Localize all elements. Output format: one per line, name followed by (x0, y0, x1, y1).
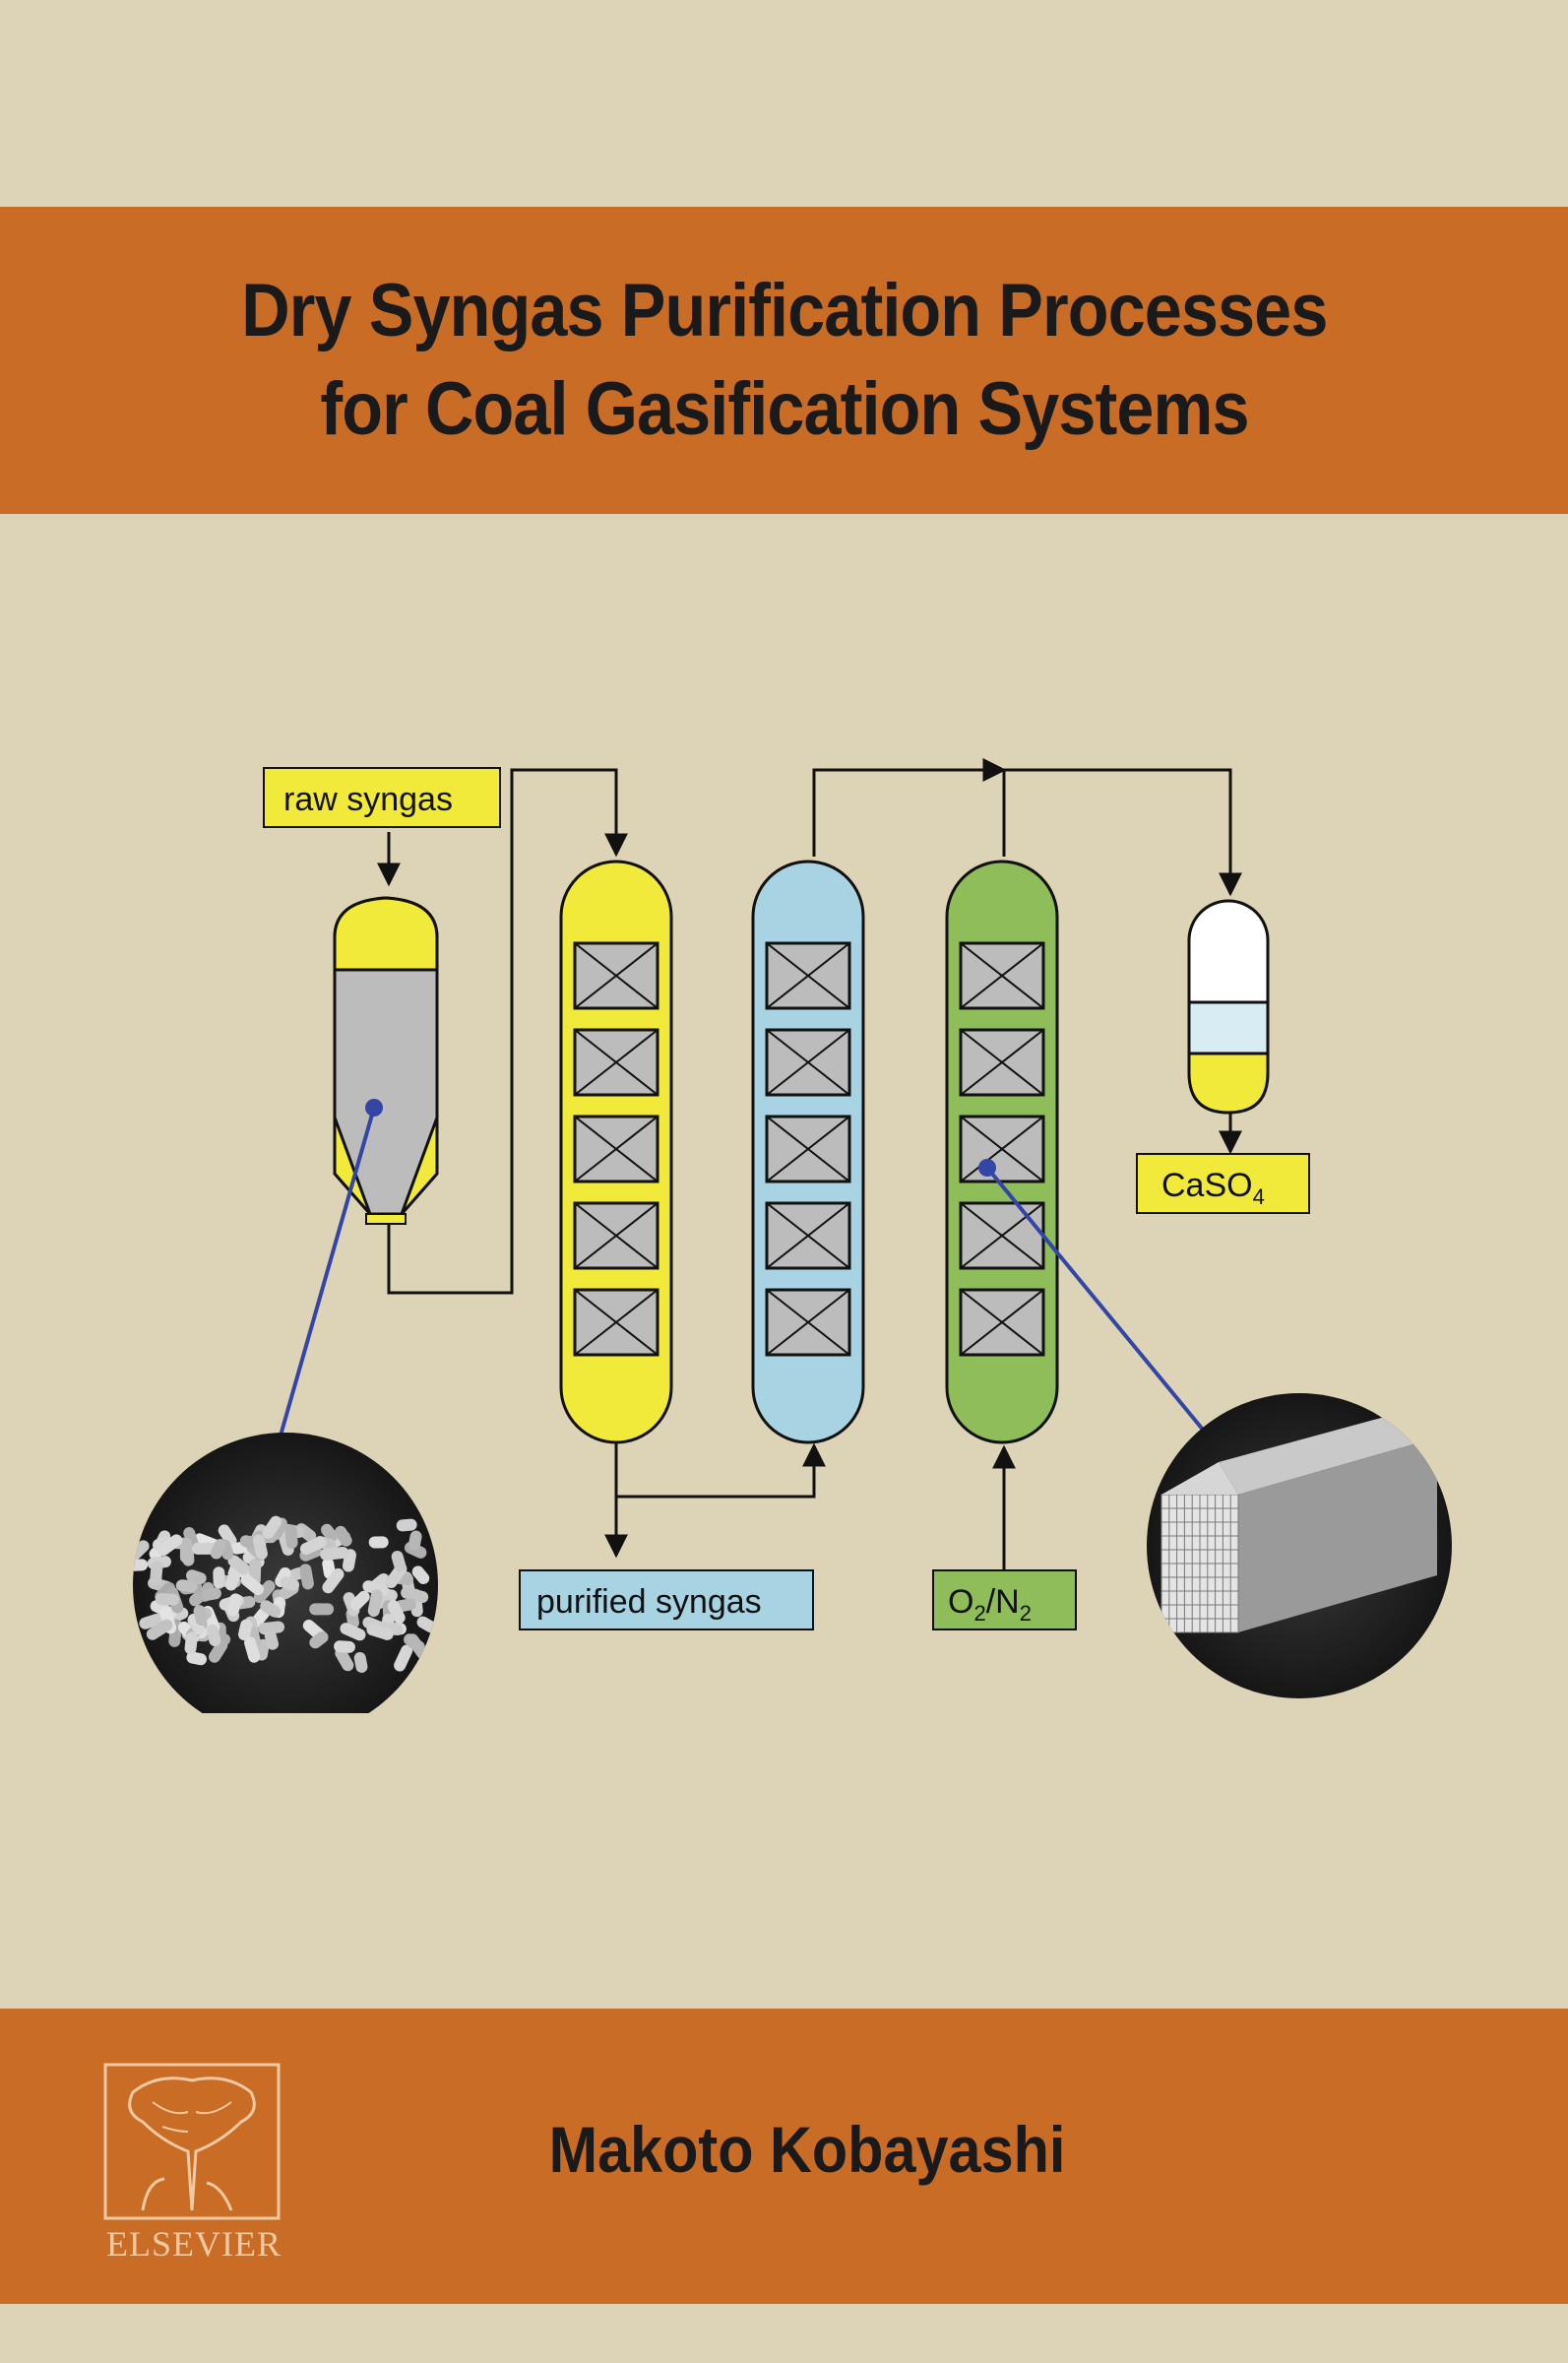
label-o2-n2: O2/N2 (932, 1569, 1077, 1630)
pellet (186, 1651, 208, 1666)
title-line-2: for Coal Gasification Systems (319, 367, 1249, 451)
elsevier-tree-icon (103, 2063, 281, 2220)
sulfur-recovery-vessel (1187, 899, 1270, 1115)
pellet (155, 1593, 180, 1606)
packing-box (959, 1028, 1045, 1097)
pellet (252, 1534, 268, 1560)
pellet (201, 1587, 221, 1601)
pellet (253, 1580, 276, 1604)
pellet (334, 1640, 355, 1653)
pellet (335, 1647, 354, 1672)
pellet (150, 1561, 163, 1586)
packing-box (573, 1028, 659, 1097)
pellet (157, 1534, 183, 1557)
pellet (320, 1546, 349, 1561)
pellet (335, 1525, 352, 1547)
pellet (227, 1555, 250, 1575)
packing-box (959, 941, 1045, 1010)
pellet (349, 1590, 370, 1611)
pellet (262, 1515, 282, 1539)
packing-box (573, 1288, 659, 1357)
pellet (258, 1621, 285, 1635)
pellet (280, 1576, 300, 1591)
pellet (206, 1624, 221, 1647)
svg-text:raw syngas: raw syngas (283, 781, 453, 818)
pellet (367, 1589, 383, 1618)
publisher-name: ELSEVIER (106, 2224, 282, 2264)
sorbent-pellets-photo (133, 1099, 438, 1713)
label-raw-syngas: raw syngas (263, 767, 501, 828)
pellet (186, 1569, 207, 1585)
packing-box (573, 1201, 659, 1270)
pellet (309, 1603, 335, 1616)
title-line-1: Dry Syngas Purification Processes (240, 269, 1328, 352)
svg-text:purified syngas: purified syngas (536, 1583, 762, 1621)
pellet (394, 1644, 413, 1672)
packing-elements (573, 941, 1045, 1357)
pellet (260, 1600, 282, 1618)
pellet (362, 1580, 389, 1596)
pellet (193, 1605, 208, 1627)
pellet (299, 1536, 327, 1555)
pellet (340, 1623, 366, 1641)
pellet (408, 1530, 422, 1551)
pellet (218, 1524, 237, 1547)
packing-box (573, 1115, 659, 1183)
packing-box (765, 941, 851, 1010)
pellet (184, 1631, 198, 1655)
packing-box (573, 941, 659, 1010)
pellet (240, 1573, 265, 1596)
pellet (284, 1524, 298, 1549)
pellet (179, 1537, 193, 1564)
pellet (226, 1593, 242, 1617)
pellet (368, 1536, 389, 1549)
pellet (391, 1551, 407, 1572)
pellet (366, 1624, 394, 1640)
pellet (244, 1636, 261, 1663)
packing-box (959, 1115, 1045, 1183)
pellet (396, 1518, 417, 1532)
label-caso4: CaSO4 (1136, 1153, 1310, 1214)
pellet (299, 1564, 314, 1590)
feed-hopper (333, 896, 439, 1225)
pellet (411, 1565, 430, 1584)
packing-box (765, 1115, 851, 1183)
packing-box (765, 1288, 851, 1357)
pellet (213, 1566, 225, 1589)
flow-lines (377, 758, 1242, 1570)
process-diagram: raw syngas purified syngas O2/N2 CaSO4 (133, 758, 1452, 1713)
pellet (264, 1629, 280, 1650)
pellet (187, 1613, 206, 1635)
pellet (321, 1523, 338, 1543)
packing-box (959, 1201, 1045, 1270)
pellet (387, 1600, 406, 1625)
svg-text:O2/N2: O2/N2 (948, 1583, 1032, 1626)
svg-text:CaSO4: CaSO4 (1161, 1167, 1265, 1209)
pellet (275, 1566, 291, 1587)
packing-box (765, 1028, 851, 1097)
honeycomb-catalyst-photo (978, 1159, 1452, 1698)
pellet (208, 1638, 228, 1663)
pellet (237, 1619, 253, 1641)
author-band: ELSEVIER Makoto Kobayashi (0, 2009, 1568, 2304)
label-purified-syngas: purified syngas (519, 1569, 814, 1630)
packing-box (959, 1288, 1045, 1357)
title-band: Dry Syngas Purification Processes for Co… (0, 207, 1568, 514)
pellet (133, 1559, 149, 1571)
pellet (175, 1579, 199, 1593)
packing-box (765, 1201, 851, 1270)
pellet (210, 1539, 226, 1560)
pellet (309, 1630, 329, 1649)
pellet (146, 1619, 173, 1640)
author-name: Makoto Kobayashi (548, 2113, 1066, 2186)
pellet (322, 1567, 345, 1594)
pellet (353, 1651, 368, 1673)
